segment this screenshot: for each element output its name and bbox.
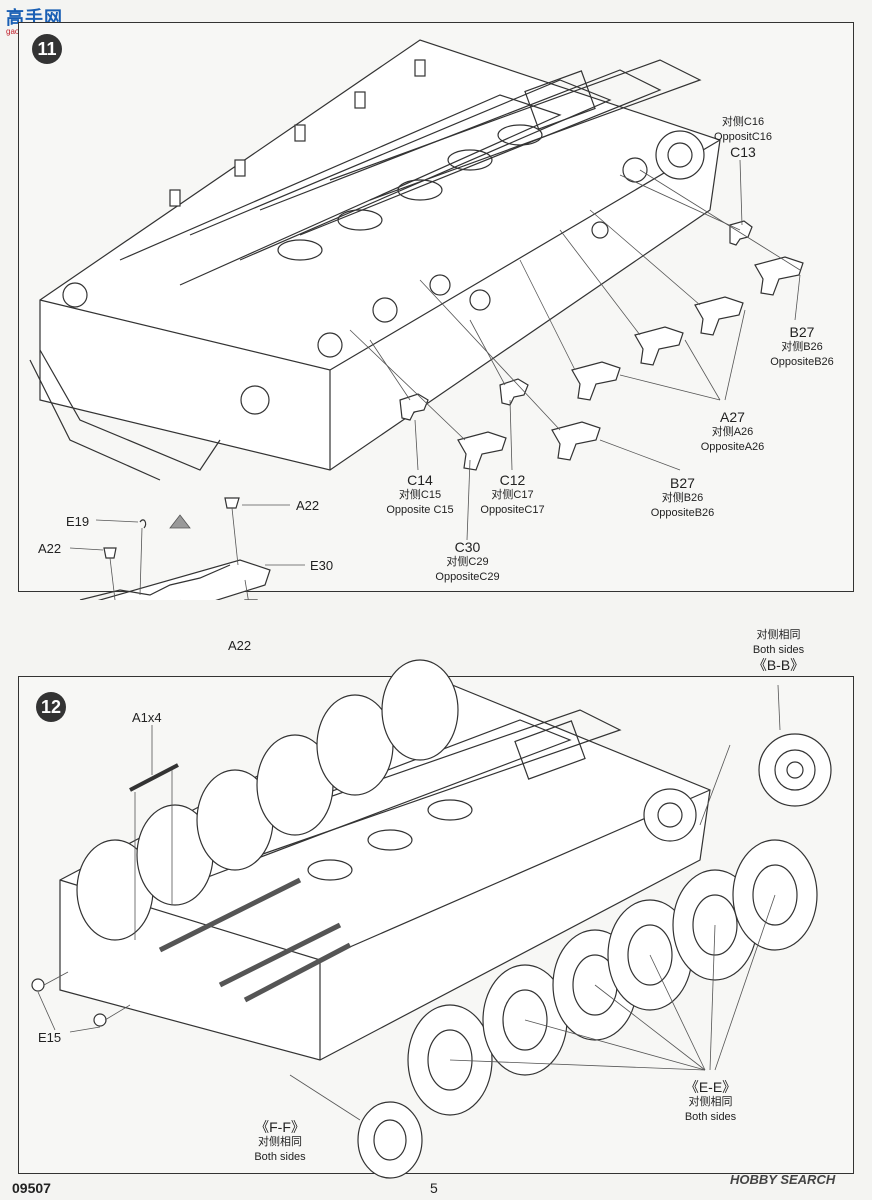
a1-part: [129, 725, 179, 940]
page-number: 5: [430, 1180, 438, 1196]
label-c30: C30 对侧C29 OppositeC29: [435, 539, 500, 584]
step-11-drawing: [29, 39, 804, 600]
label-c16: 对侧C16 OppositC16 C13: [713, 116, 773, 160]
e15-caps: [31, 971, 131, 1033]
leader-lines-11: [349, 159, 801, 541]
watermark: HOBBY SEARCH: [730, 1172, 836, 1187]
torsion-bar-2: [218, 922, 342, 988]
label-e19: E19: [66, 514, 90, 529]
step-12-badge: 12: [36, 692, 66, 722]
suspension-arms-11: [399, 220, 804, 471]
label-ff: 《F-F》 对侧相同 Both sides: [254, 1119, 306, 1164]
label-a1x4: A1x4: [132, 710, 162, 725]
label-a22-left: A22: [38, 541, 62, 556]
ee-leaders: [449, 894, 776, 1071]
label-c14: C14 对侧C15 Opposite C15: [386, 472, 454, 517]
label-e15: E15: [38, 1030, 62, 1045]
sprocket-bb: [699, 684, 832, 826]
label-ee: 《E-E》 对侧相同 Both sides: [684, 1079, 737, 1124]
hull-chassis-12: [59, 679, 711, 1061]
track-guard-subassembly: [69, 497, 305, 600]
torsion-bar-1: [158, 877, 302, 953]
label-a22-top: A22: [296, 498, 320, 513]
direction-arrow: [169, 514, 191, 529]
label-b27-top: B27 对侧B26 OppositeB26: [770, 324, 834, 369]
label-a27: A27 对侧A26 OppositeA26: [700, 409, 765, 454]
idler-wheel-ff: [289, 1074, 423, 1179]
road-wheels-far: [76, 659, 459, 941]
label-e30: E30: [310, 558, 334, 573]
label-c12: C12 对侧C17 OppositeC17: [480, 472, 545, 517]
hull-chassis-11: [29, 39, 721, 481]
kit-number: 09507: [12, 1180, 51, 1196]
torsion-bar-3: [243, 942, 352, 1003]
label-a22-bottom: A22: [228, 638, 252, 653]
step-11-badge: 11: [32, 34, 62, 64]
label-bb: 对侧相同 Both sides 《B-B》: [752, 629, 805, 673]
label-b27-bottom: B27 对侧B26 OppositeB26: [650, 475, 715, 520]
